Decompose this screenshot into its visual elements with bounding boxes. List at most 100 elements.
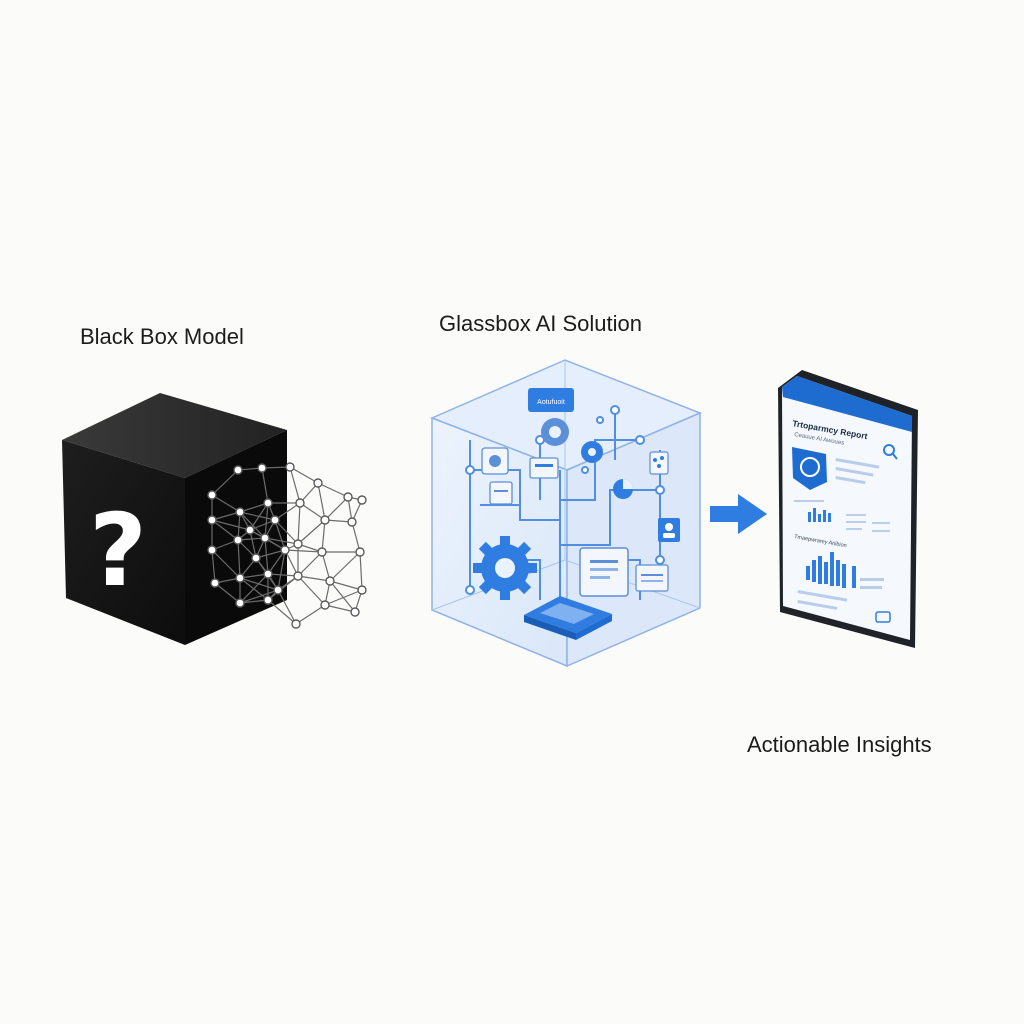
mesh-edge: [321, 551, 331, 582]
mesh-node: [207, 545, 217, 555]
question-mark-icon: ?: [89, 492, 147, 609]
mesh-edge: [284, 549, 299, 577]
mesh-edge: [321, 519, 326, 553]
mesh-edge: [255, 549, 286, 559]
mesh-node: [320, 515, 330, 525]
mesh-node: [317, 547, 327, 557]
mesh-node: [233, 465, 243, 475]
mesh-edge: [211, 519, 251, 531]
app-header-bar: [782, 376, 912, 432]
mesh-node: [235, 598, 245, 608]
mesh-node: [263, 595, 273, 605]
gear-icon: [473, 536, 537, 600]
mesh-node: [357, 495, 367, 505]
mesh-node: [251, 553, 261, 563]
mesh-node: [291, 619, 301, 629]
mesh-edge: [239, 573, 269, 579]
mesh-edge: [289, 466, 301, 504]
mesh-node: [245, 525, 255, 535]
mesh-edge: [249, 529, 257, 559]
dashboard-panel: [579, 547, 629, 597]
mesh-node: [313, 478, 323, 488]
mesh-node: [320, 600, 330, 610]
mesh-edge: [274, 519, 299, 545]
mesh-edge: [329, 580, 363, 591]
mesh-edge: [299, 502, 326, 521]
share-button[interactable]: [875, 611, 891, 623]
mesh-edge: [211, 494, 241, 513]
processor-platform: [524, 596, 612, 640]
mesh-edge: [211, 549, 216, 584]
mesh-node: [270, 515, 280, 525]
mesh-node: [263, 569, 273, 579]
flow-arrow-icon: [710, 494, 767, 534]
report-bar-chart: [808, 508, 831, 522]
mesh-edge: [237, 539, 241, 579]
mesh-node: [285, 462, 295, 472]
mesh-node: [263, 498, 273, 508]
settings-icon: [481, 447, 509, 475]
mesh-edge: [211, 511, 241, 521]
network-icon: [649, 451, 669, 475]
mesh-edge: [329, 580, 356, 613]
mesh-node: [293, 539, 303, 549]
black-box-cube: ?: [62, 393, 287, 645]
mesh-node: [233, 535, 243, 545]
mesh-edge: [274, 519, 286, 551]
mesh-edge: [239, 502, 269, 513]
gear-icon: [581, 441, 603, 463]
mesh-edge: [249, 502, 269, 531]
mesh-edge: [239, 589, 279, 604]
chart-panel: [635, 564, 669, 592]
mesh-node: [207, 515, 217, 525]
tablet-device: Trtoparmcy Report Ceauue AI Awoues: [778, 370, 918, 648]
report-bar-chart-2: [806, 552, 856, 588]
model-tag-card: Aotufuoit: [528, 388, 574, 412]
mesh-edge: [297, 575, 326, 606]
mesh-edge: [295, 604, 326, 625]
user-icon: [658, 518, 680, 542]
mesh-edge: [264, 502, 269, 539]
mesh-edge: [214, 582, 241, 604]
mesh-edge: [351, 521, 361, 553]
report-legend-lines: [794, 500, 890, 532]
mesh-edge: [267, 573, 299, 577]
mesh-node: [273, 585, 283, 595]
mesh-node: [355, 547, 365, 557]
mesh-node: [257, 463, 267, 473]
mesh-edge: [324, 589, 363, 606]
mesh-edge: [267, 599, 297, 625]
glass-cube: [430, 359, 702, 668]
mesh-node: [235, 507, 245, 517]
mesh-edge: [297, 551, 323, 577]
mesh-node: [210, 578, 220, 588]
mesh-edge: [239, 511, 266, 539]
mesh-node: [325, 576, 335, 586]
glassbox-ai-solution-label: Glassbox AI Solution: [439, 311, 643, 336]
search-icon[interactable]: [883, 444, 898, 460]
mesh-edge: [289, 466, 319, 484]
mesh-node: [295, 498, 305, 508]
mesh-edge: [324, 496, 349, 521]
mesh-edge: [239, 511, 276, 521]
pie-chart-icon: [613, 479, 633, 499]
mesh-edge: [277, 589, 297, 625]
report-text-lines: [835, 457, 880, 485]
mesh-node: [280, 545, 290, 555]
mesh-edge: [297, 575, 331, 582]
mesh-edge: [297, 502, 301, 545]
gear-icon: [541, 418, 569, 446]
report-footer-lines: [797, 578, 884, 610]
mesh-edge: [211, 519, 239, 541]
mesh-edge: [284, 549, 323, 553]
mesh-node: [235, 573, 245, 583]
shield-icon: [792, 447, 827, 490]
mesh-edge: [329, 551, 361, 582]
layers-icon: [529, 457, 559, 479]
actionable-insights-label: Actionable Insights: [747, 732, 932, 757]
mesh-edge: [211, 549, 241, 579]
mesh-edge: [211, 469, 239, 496]
neural-network-mesh: [207, 462, 367, 629]
mesh-node: [293, 571, 303, 581]
